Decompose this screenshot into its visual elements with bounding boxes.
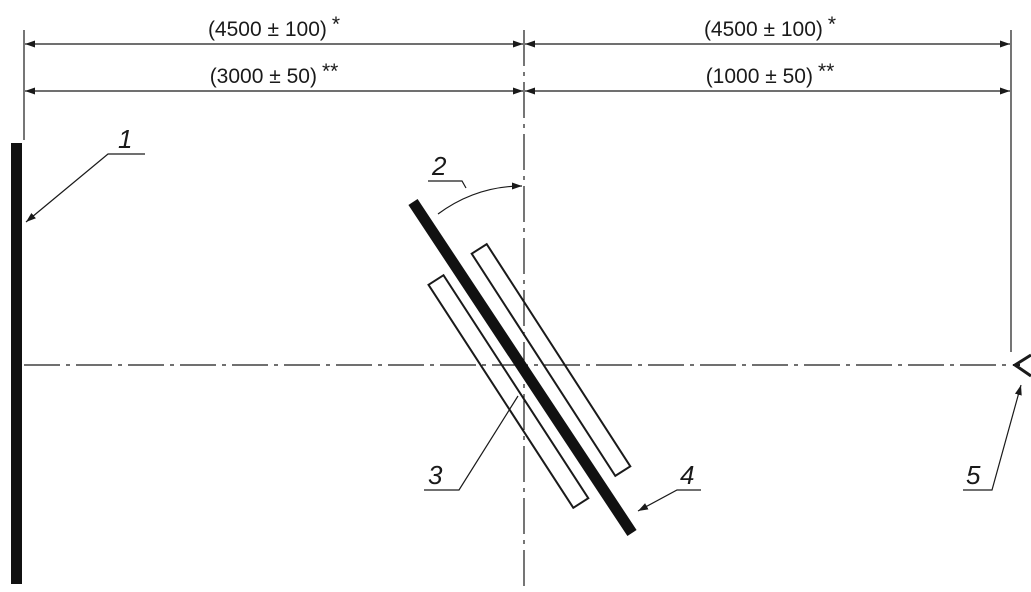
- callout-3: 3: [428, 460, 443, 490]
- callout-5: 5: [966, 460, 981, 490]
- leader-line-5: [963, 384, 1022, 491]
- leader-line-2: [428, 180, 467, 189]
- dimension-text-top-left: (4500 ± 100)*: [208, 13, 340, 41]
- dimension-text-bottom-right: (1000 ± 50)**: [706, 60, 835, 88]
- dimension-text-top-right: (4500 ± 100)*: [704, 13, 836, 41]
- leader-line-3: [424, 395, 519, 491]
- tilted-sample-bar: [408, 198, 637, 537]
- plate-upper-right: [470, 242, 632, 478]
- leader-line-1: [25, 153, 145, 223]
- callout-2: 2: [431, 151, 447, 181]
- screen-bar: [11, 143, 22, 584]
- leader-line-4: [637, 489, 701, 512]
- angle-arc: [437, 182, 523, 215]
- plate-lower-left: [427, 273, 590, 510]
- callout-4: 4: [680, 460, 694, 490]
- callout-1: 1: [118, 124, 132, 154]
- dimension-text-bottom-left: (3000 ± 50)**: [210, 60, 339, 88]
